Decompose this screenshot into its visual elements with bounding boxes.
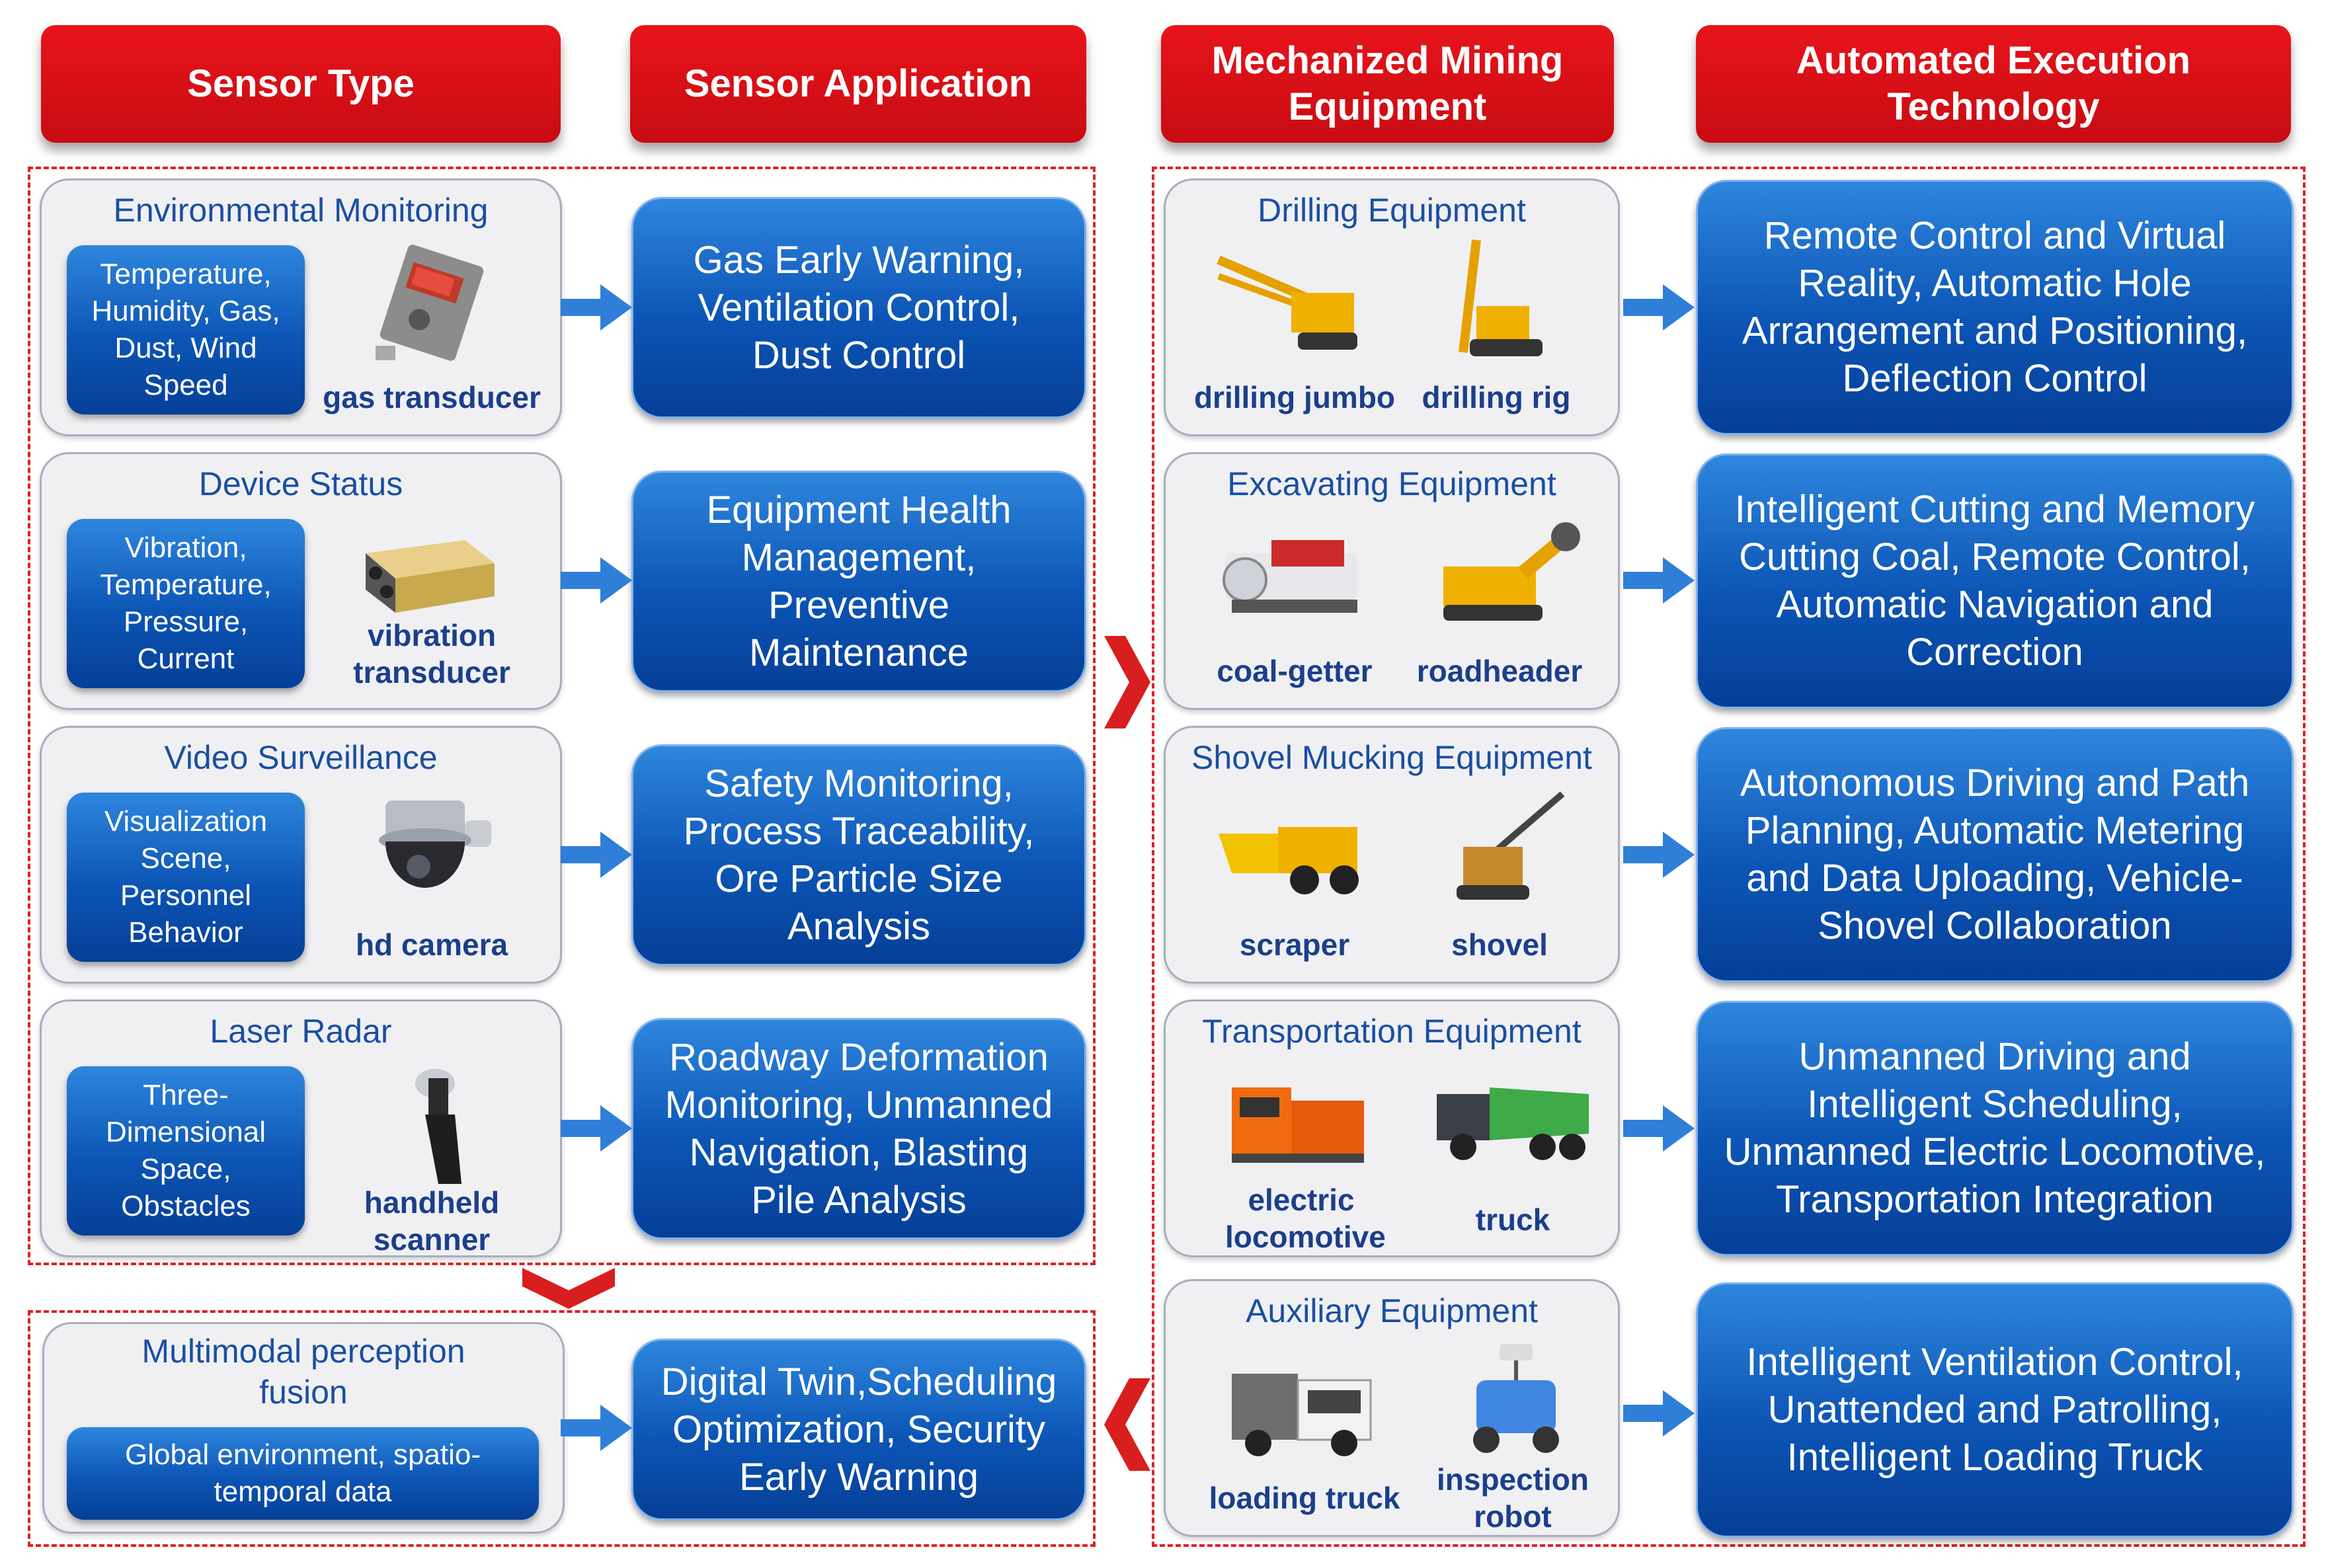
handheld-scanner-icon <box>415 1069 461 1184</box>
equipment-card-drilling: Drilling Equipment drilling jumbo drilli… <box>1164 178 1620 436</box>
fusion-group-border <box>28 1310 1096 1547</box>
right-arrow-icon <box>561 1105 632 1152</box>
sensor-group-border <box>28 167 1096 1265</box>
technology-box: Unmanned Driving and Intelligent Schedul… <box>1696 1001 2294 1256</box>
right-arrow-icon <box>561 832 632 878</box>
header-sensor-application: Sensor Application <box>630 25 1086 143</box>
sensor-card-title: Device Status <box>198 465 403 502</box>
right-arrow-icon <box>1623 832 1695 878</box>
equipment-card-auxiliary: Auxiliary Equipment loading truck inspec… <box>1164 1279 1620 1537</box>
fusion-card: Multimodal perception fusion Global envi… <box>42 1322 565 1534</box>
sensor-card-environmental-monitoring: Environmental Monitoring Temperature, Hu… <box>40 178 562 436</box>
fusion-params: Global environment, spatio-temporal data <box>67 1427 539 1520</box>
equipment-item-label: electric locomotive <box>1225 1183 1386 1254</box>
fusion-card-title: Multimodal perception fusion <box>141 1333 465 1411</box>
technology-box: Intelligent Cutting and Memory Cutting C… <box>1696 453 2294 709</box>
equipment-item-label: loading truck <box>1209 1481 1400 1515</box>
equipment-item-label: roadheader <box>1416 654 1583 688</box>
right-arrow-icon <box>561 557 632 604</box>
sensor-params: Vibration, Temperature, Pressure, Curren… <box>67 519 305 688</box>
chevron-left-icon <box>1104 1378 1150 1471</box>
fusion-application-box: Digital Twin,Scheduling Optimization, Se… <box>631 1339 1086 1520</box>
sensor-params: Three-Dimensional Space, Obstacles <box>67 1066 305 1235</box>
sensor-device-label: hd camera <box>355 927 508 962</box>
roadheader-icon <box>1443 522 1580 621</box>
sensor-application-box: Equipment Health Management, Preventive … <box>631 471 1086 692</box>
equipment-item-label: inspection robot <box>1436 1462 1589 1534</box>
equipment-item-label: scraper <box>1239 927 1350 962</box>
sensor-params: Temperature, Humidity, Gas, Dust, Wind S… <box>67 245 305 414</box>
sensor-application-box: Safety Monitoring, Process Traceability,… <box>631 744 1086 966</box>
drilling-rig-icon <box>1459 239 1543 356</box>
sensor-card-title: Laser Radar <box>210 1013 392 1050</box>
inspection-robot-icon <box>1473 1344 1559 1453</box>
header-sensor-type: Sensor Type <box>41 25 561 143</box>
equipment-card-title: Shovel Mucking Equipment <box>1191 739 1592 776</box>
technology-box: Remote Control and Virtual Reality, Auto… <box>1696 180 2294 435</box>
electric-locomotive-icon <box>1232 1087 1364 1163</box>
chevron-right-icon <box>1104 636 1150 728</box>
sensor-card-title: Video Surveillance <box>164 739 438 776</box>
coal-getter-icon <box>1223 540 1357 613</box>
equipment-item-label: drilling jumbo <box>1193 380 1396 414</box>
sensor-card-laser-radar: Laser Radar Three-Dimensional Space, Obs… <box>40 1000 562 1257</box>
right-arrow-icon <box>1623 284 1695 331</box>
sensor-card-device-status: Device Status Vibration, Temperature, Pr… <box>40 452 562 710</box>
right-arrow-icon <box>561 1405 632 1451</box>
right-arrow-icon <box>1623 557 1695 604</box>
technology-box: Intelligent Ventilation Control, Unatten… <box>1696 1282 2294 1538</box>
vibration-transducer-icon <box>366 540 495 613</box>
right-arrow-icon <box>1623 1390 1695 1436</box>
equipment-card-title: Drilling Equipment <box>1258 192 1526 229</box>
truck-icon <box>1437 1087 1589 1160</box>
equipment-item-label: truck <box>1475 1202 1550 1237</box>
equipment-item-label: coal-getter <box>1217 654 1373 688</box>
header-mechanized-mining-equipment: Mechanized Mining Equipment <box>1161 25 1614 143</box>
equipment-item-label: drilling rig <box>1422 380 1571 414</box>
technology-box: Autonomous Driving and Path Planning, Au… <box>1696 727 2294 982</box>
chevron-down-icon <box>522 1268 615 1309</box>
sensor-application-box: Gas Early Warning, Ventilation Control, … <box>631 197 1086 418</box>
sensor-params: Visualization Scene, Personnel Behavior <box>67 793 305 962</box>
camera-icon <box>379 801 491 888</box>
equipment-card-title: Auxiliary Equipment <box>1246 1292 1538 1329</box>
gas-transducer-icon <box>376 245 484 361</box>
right-arrow-icon <box>561 284 632 331</box>
sensor-card-video-surveillance: Video Surveillance Visualization Scene, … <box>40 726 562 984</box>
equipment-card-shovel-mucking: Shovel Mucking Equipment scraper shovel <box>1164 726 1620 984</box>
sensor-application-box: Roadway Deformation Monitoring, Unmanned… <box>631 1018 1086 1239</box>
sensor-device-label: handheld scanner <box>364 1185 500 1257</box>
equipment-item-label: shovel <box>1451 927 1548 962</box>
sensor-device-label: vibration transducer <box>353 618 510 689</box>
loading-truck-icon <box>1232 1374 1372 1456</box>
drilling-jumbo-icon <box>1217 255 1357 350</box>
equipment-card-title: Excavating Equipment <box>1227 465 1556 502</box>
equipment-card-transportation: Transportation Equipment electric locomo… <box>1164 1000 1620 1257</box>
shovel-icon <box>1457 791 1565 900</box>
right-arrow-icon <box>1623 1105 1695 1152</box>
equipment-card-excavating: Excavating Equipment coal-getter roadhea… <box>1164 452 1620 710</box>
sensor-card-title: Environmental Monitoring <box>113 192 489 229</box>
equipment-group-border <box>1152 167 2306 1547</box>
sensor-device-label: gas transducer <box>323 380 541 414</box>
header-automated-execution-technology: Automated Execution Technology <box>1696 25 2291 143</box>
scraper-icon <box>1219 827 1359 894</box>
equipment-card-title: Transportation Equipment <box>1202 1013 1582 1050</box>
